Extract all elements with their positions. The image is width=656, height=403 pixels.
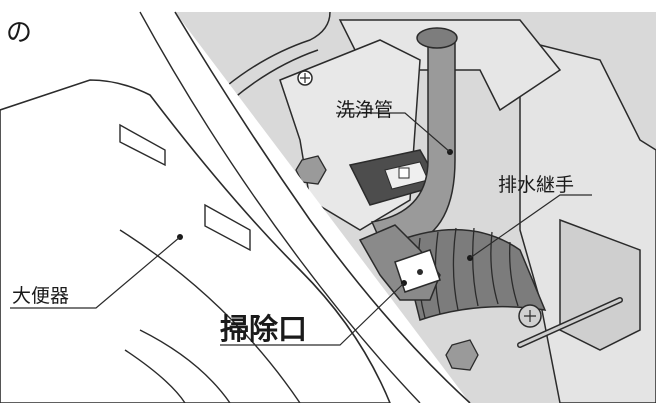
label-toilet: 大便器 (12, 285, 70, 307)
toilet-panel-2 (204, 203, 251, 252)
label-drain-joint: 排水継手 (498, 174, 575, 196)
toilet-outline (174, 11, 471, 403)
caption-fragment: の (6, 18, 33, 48)
label-flush-pipe: 洗浄管 (336, 99, 394, 121)
leader-cleanout (220, 282, 405, 346)
bolt-left (295, 155, 327, 185)
label-cleanout: 掃除口 (220, 312, 308, 346)
leader-toilet (10, 236, 181, 309)
toilet-panel-1 (119, 123, 166, 167)
bolt-bottom (445, 339, 479, 371)
leader-pipe (336, 112, 451, 153)
toilet-base (0, 79, 391, 403)
drain-joint-hose (399, 227, 547, 321)
leader-joint (469, 194, 592, 259)
